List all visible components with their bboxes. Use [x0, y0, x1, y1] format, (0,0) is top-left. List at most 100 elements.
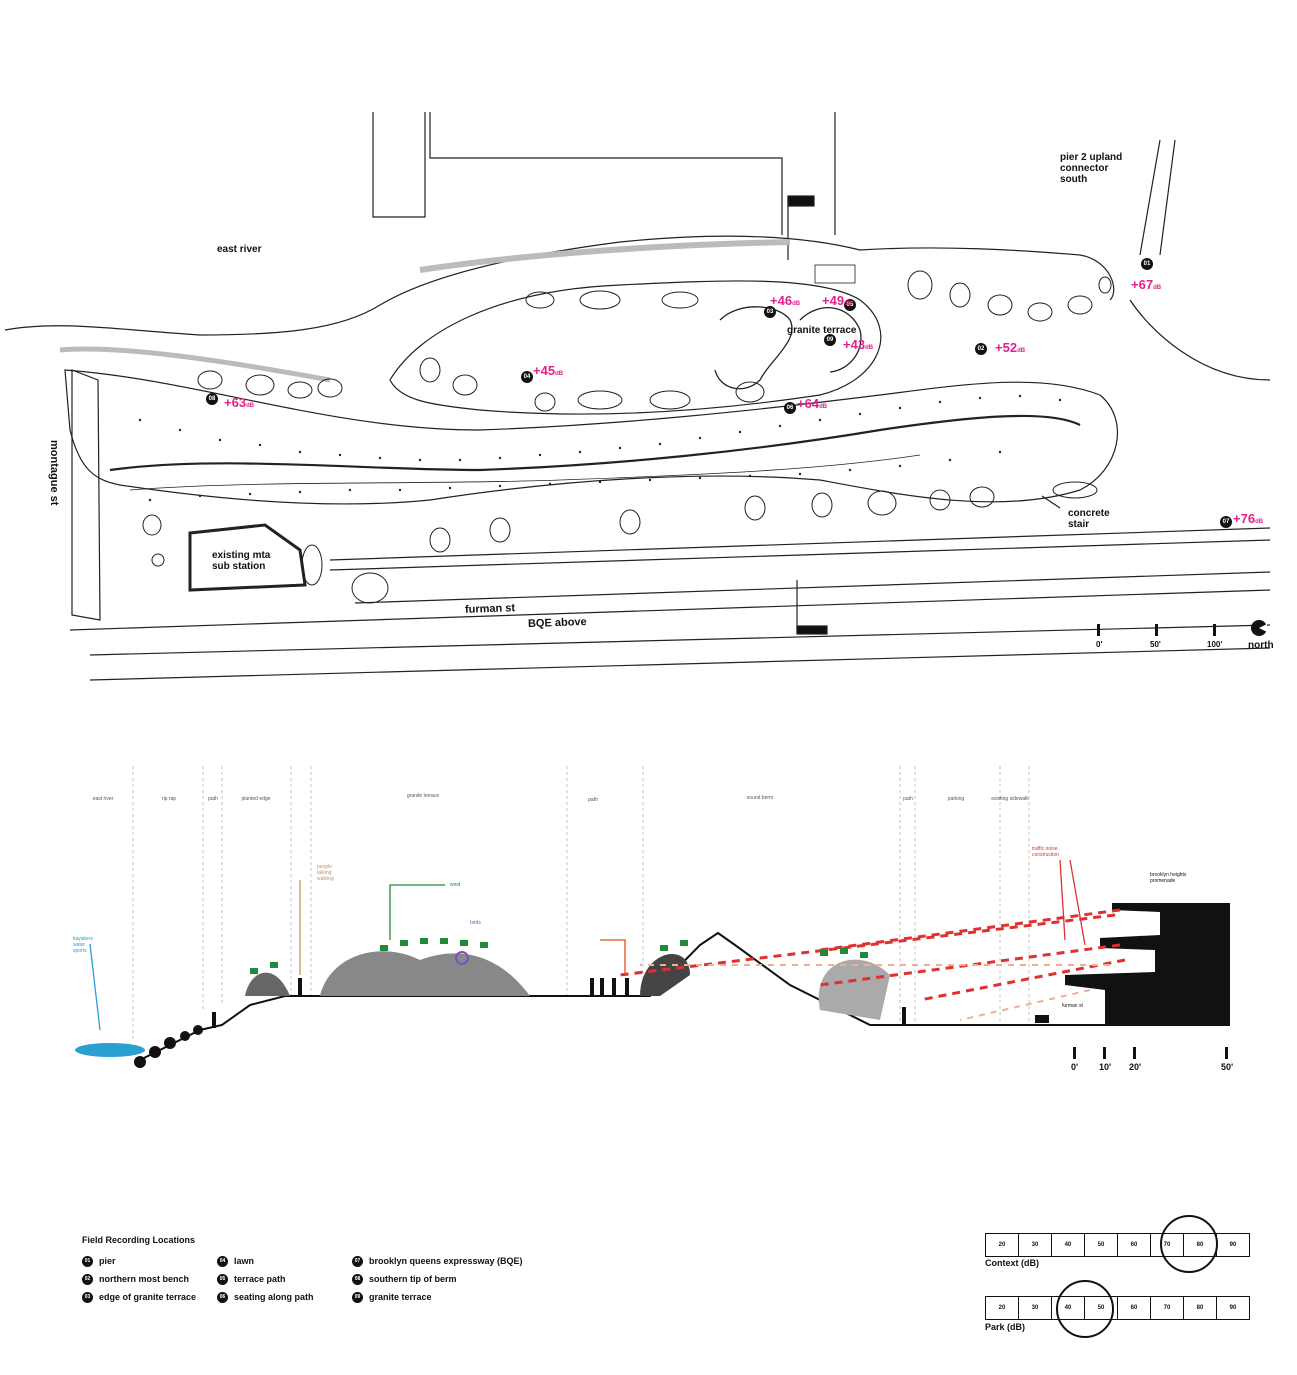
zone-sound-berm: sound berm [746, 795, 774, 801]
legend-label: southern tip of berm [369, 1274, 457, 1284]
bqe-above-label: BQE above [527, 615, 587, 631]
note-furman: furman st [1062, 1003, 1083, 1009]
context-scale-label: Context (dB) [985, 1258, 1039, 1268]
furman-st-label: furman st [464, 602, 516, 616]
note-people: people talking walking [317, 864, 334, 882]
legend-number: 09 [352, 1292, 363, 1304]
context-cell: 20 [986, 1234, 1019, 1256]
zone-planted-edge: planted edge [241, 796, 271, 802]
east-river-label: east river [217, 244, 262, 255]
marker-02: 02 [975, 343, 987, 355]
zone-path-3: path [903, 796, 913, 802]
zone-path-1: path [208, 796, 218, 802]
legend-item-02: 02 northern most bench [82, 1274, 190, 1286]
section-scale-20: 20' [1129, 1062, 1142, 1072]
park-cell: 60 [1118, 1297, 1151, 1319]
legend-number: 08 [352, 1274, 363, 1286]
marker-01: 01 [1141, 258, 1153, 270]
plan-scale-0: 0' [1096, 640, 1103, 649]
context-highlight-ring [1160, 1215, 1218, 1273]
legend-number: 01 [82, 1256, 93, 1268]
plan-scale-50: 50' [1150, 640, 1161, 649]
park-highlight-ring [1056, 1280, 1114, 1338]
legend-item-09: 09 granite terrace [352, 1292, 432, 1304]
db-reading-08: +63dB [224, 395, 255, 410]
legend-item-04: 04 lawn [217, 1256, 255, 1268]
legend-item-01: 01 pier [82, 1256, 116, 1268]
db-reading-05: +49dB [822, 293, 853, 308]
concrete-stair-label: concrete stair [1068, 508, 1110, 530]
legend-item-03: 03 edge of granite terrace [82, 1292, 197, 1304]
legend-number: 07 [352, 1256, 363, 1268]
park-scale-label: Park (dB) [985, 1322, 1026, 1332]
db-reading-07: +76dB [1233, 511, 1264, 526]
park-cell: 30 [1019, 1297, 1052, 1319]
park-cell: 80 [1184, 1297, 1217, 1319]
note-birds: birds [470, 920, 481, 926]
section-scale-0: 0' [1071, 1062, 1079, 1072]
legend-label: northern most bench [99, 1274, 190, 1284]
pier2-connector-label: pier 2 upland connector south [1060, 152, 1123, 185]
plan-scale-tick [1097, 624, 1100, 636]
park-db-scale: 20 30 40 50 60 70 80 90 [985, 1296, 1250, 1320]
zone-parking: parking [947, 796, 965, 802]
granite-terrace-label: granite terrace [787, 325, 857, 336]
section-scale-tick [1073, 1047, 1076, 1059]
legend-label: lawn [234, 1256, 255, 1266]
marker-08: 08 [206, 393, 218, 405]
legend-label: terrace path [234, 1274, 286, 1284]
db-reading-01: +67dB [1131, 277, 1162, 292]
legend-number: 04 [217, 1256, 228, 1268]
db-reading-04: +45dB [533, 363, 564, 378]
park-cell: 70 [1151, 1297, 1184, 1319]
legend-item-05: 05 terrace path [217, 1274, 286, 1286]
section-scale-50: 50' [1221, 1062, 1234, 1072]
legend-item-08: 08 southern tip of berm [352, 1274, 457, 1286]
legend-label: granite terrace [369, 1292, 432, 1302]
context-cell: 60 [1118, 1234, 1151, 1256]
marker-09: 09 [824, 334, 836, 346]
site-section-drawing [75, 766, 1230, 1068]
zone-existing-sidewalk: existing sidewalk [991, 796, 1029, 802]
montague-st-label: montague st [48, 440, 60, 506]
note-bqe-south: BQE (southbound) [1096, 953, 1138, 959]
legend-title: Field Recording Locations [82, 1235, 196, 1245]
park-cell: 20 [986, 1297, 1019, 1319]
site-plan-drawing [4, 112, 1271, 681]
marker-07: 07 [1220, 516, 1232, 528]
context-cell: 30 [1019, 1234, 1052, 1256]
db-reading-09: +43dB [843, 337, 874, 352]
plan-scale-tick [1213, 624, 1216, 636]
legend-number: 05 [217, 1274, 228, 1286]
db-reading-03: +46dB [770, 293, 801, 308]
context-cell: 40 [1052, 1234, 1085, 1256]
section-scale-10: 10' [1099, 1062, 1112, 1072]
zone-east-river: east river [92, 796, 114, 802]
legend-number: 06 [217, 1292, 228, 1304]
note-wind: wind [450, 882, 461, 888]
marker-06: 06 [784, 402, 796, 414]
plan-scale-tick [1155, 624, 1158, 636]
legend-label: pier [99, 1256, 116, 1266]
legend-label: brooklyn queens expressway (BQE) [369, 1256, 523, 1266]
section-scale-tick [1225, 1047, 1228, 1059]
plan-scale-100: 100' [1207, 640, 1223, 649]
legend-number: 02 [82, 1274, 93, 1286]
section-scale-tick [1133, 1047, 1136, 1059]
park-cell: 90 [1229, 1305, 1237, 1311]
context-cell: 50 [1085, 1234, 1118, 1256]
zone-path-2: path [588, 797, 598, 803]
marker-03: 03 [764, 306, 776, 318]
legend-item-07: 07 brooklyn queens expressway (BQE) [352, 1256, 523, 1268]
section-scale-tick [1103, 1047, 1106, 1059]
legend-label: edge of granite terrace [99, 1292, 197, 1302]
marker-05: 05 [844, 299, 856, 311]
note-traffic: traffic noise construction [1032, 846, 1059, 858]
note-bqe-north: BQE (northbound) [1118, 922, 1159, 928]
db-reading-06: +64dB [797, 396, 828, 411]
north-label: north [1248, 640, 1274, 651]
marker-04: 04 [521, 371, 533, 383]
legend-number: 03 [82, 1292, 93, 1304]
db-reading-02: +52dB [995, 340, 1026, 355]
